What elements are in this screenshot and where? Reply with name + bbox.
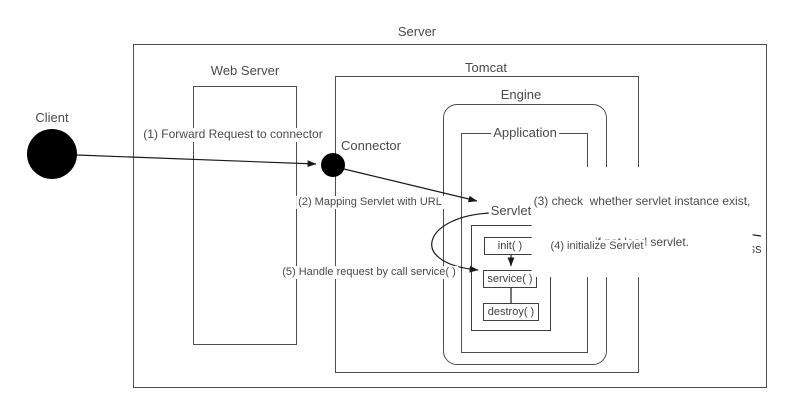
servlet-box (471, 225, 551, 331)
service-method-box: service( ) (483, 270, 537, 288)
application-label: Application (491, 125, 559, 141)
step5-label: (5) Handle request by call service( ) (280, 266, 458, 279)
servlet-label: Servlet (488, 203, 534, 219)
step3-label-line1: (3) check whether servlet instance exist… (533, 193, 751, 208)
client-label: Client (35, 110, 69, 125)
step2-label: (2) Mapping Servlet with URL (296, 196, 444, 209)
server-box (133, 44, 767, 388)
destroy-method-label: destroy( ) (487, 306, 535, 318)
tomcat-label: Tomcat (465, 60, 507, 75)
engine-label: Engine (500, 87, 542, 102)
step1-label: (1) Forward Request to connector (141, 127, 325, 142)
server-title: Server (397, 24, 437, 39)
step4-label: (4) initialize Servlet (548, 240, 646, 253)
web-server-box (193, 86, 297, 345)
service-method-label: service( ) (487, 273, 533, 285)
init-method-label: init( ) (497, 240, 523, 252)
destroy-method-box: destroy( ) (483, 303, 539, 321)
client-node-circle (27, 129, 77, 179)
step3-label: (3) check whether servlet instance exist… (531, 167, 753, 278)
web-server-label: Web Server (210, 63, 280, 78)
connector-label: Connector (341, 138, 401, 153)
init-method-box: init( ) (484, 237, 536, 255)
